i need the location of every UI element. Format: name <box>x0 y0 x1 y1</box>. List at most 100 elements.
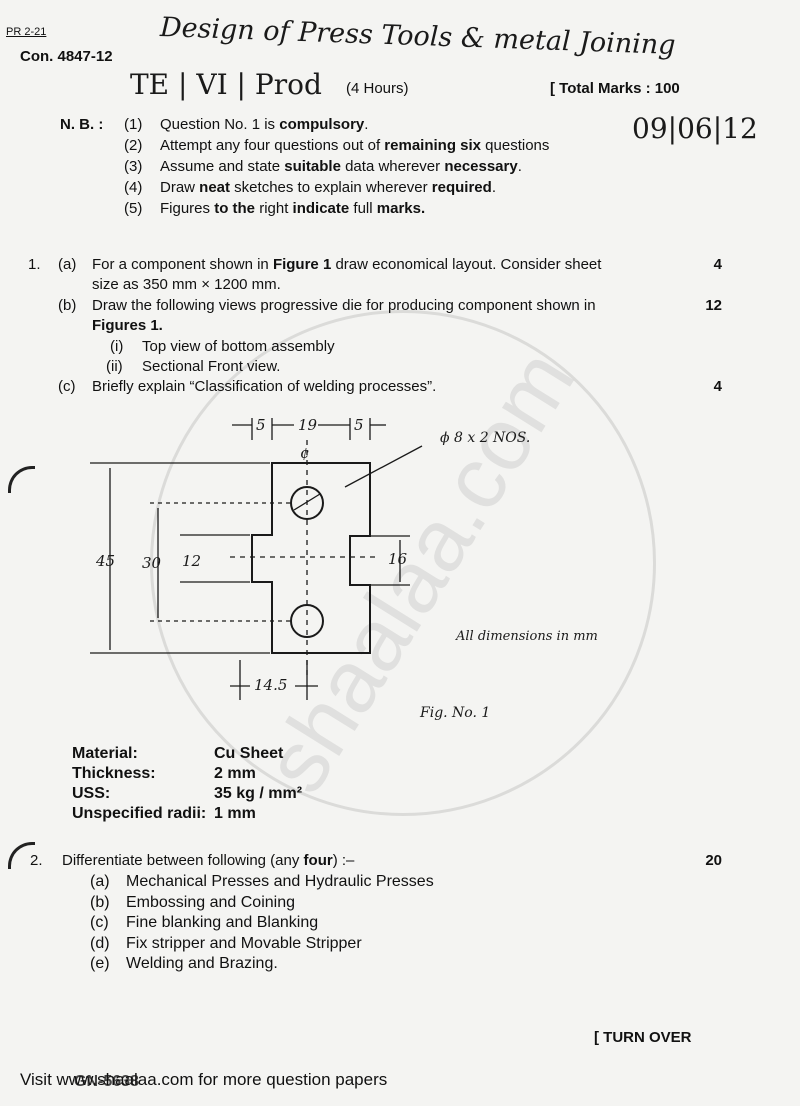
note-text-part: Draw <box>160 179 200 196</box>
material-label: Unspecified radii: <box>72 805 207 822</box>
note-text-part: Question No. 1 is <box>160 116 280 133</box>
q2-option-text: Embossing and Coining <box>126 893 295 911</box>
q2-option-label: (c) <box>90 914 109 931</box>
q1b-i-text: Top view of bottom assembly <box>142 338 335 355</box>
punch-mark-top <box>8 466 35 493</box>
dim-19: 19 <box>298 416 318 434</box>
q2-stem-text-1: Differentiate between following (any <box>62 852 304 869</box>
q2-marks: 20 <box>705 852 722 869</box>
notes-label: N. B. : <box>60 116 104 133</box>
q1b-line-2: Figures 1. <box>92 317 163 334</box>
q2-option-text: Fine blanking and Blanking <box>126 914 319 931</box>
handwritten-class: TE | VI | Prod <box>130 68 322 101</box>
note-text-part: Assume and state <box>160 158 285 175</box>
gn-code: GN-5638 <box>74 1073 139 1090</box>
note-text-part: remaining six <box>384 137 481 154</box>
q2-option-text: Mechanical Presses and Hydraulic Presses <box>126 873 434 890</box>
note-text: Attempt any four questions out of remain… <box>160 137 549 154</box>
q1b-ii-text: Sectional Front view. <box>142 358 281 375</box>
note-text: Figures to the right indicate full marks… <box>160 200 425 217</box>
paper-code: PR 2-21 <box>6 26 47 38</box>
note-text-part: to the <box>210 200 260 217</box>
total-marks: [ Total Marks : 100 <box>550 80 680 97</box>
q1a-figure-ref: Figure 1 <box>272 256 332 273</box>
q1a-line-1: For a component shown in Figure 1 draw e… <box>92 256 601 273</box>
duration: (4 Hours) <box>346 80 409 97</box>
note-number: (5) <box>124 200 143 217</box>
q1c-text: Briefly explain “Classification of weldi… <box>92 378 437 395</box>
material-label: Thickness: <box>72 765 156 782</box>
material-value: 35 kg / mm² <box>214 785 303 802</box>
q1c-label: (c) <box>58 378 76 395</box>
q1c-marks: 4 <box>713 378 722 395</box>
hole-top <box>290 486 324 520</box>
turn-over: [ TURN OVER <box>594 1029 692 1046</box>
note-text-part: compulsory <box>279 116 365 133</box>
note-text-part: full <box>353 200 373 217</box>
figure-1-drawing: 5 19 5 ¢ ϕ 8 x 2 NOS. 45 30 12 16 14.5 A… <box>90 416 598 721</box>
visit-link[interactable]: Visit www.shaalaa.com for more question … <box>20 1070 388 1089</box>
material-label: USS: <box>72 785 111 802</box>
q2-stem-bold: four <box>303 852 333 869</box>
note-text-part: sketches to explain wherever <box>230 179 432 196</box>
q2-option-label: (b) <box>90 893 110 911</box>
q1b-line-1: Draw the following views progressive die… <box>92 297 596 314</box>
note-number: (2) <box>124 137 143 154</box>
note-number: (3) <box>124 158 143 175</box>
q2-option-label: (d) <box>90 934 110 952</box>
material-value: 1 mm <box>214 805 256 822</box>
q1b-label: (b) <box>58 297 77 314</box>
note-number: (4) <box>124 179 143 196</box>
material-value: 2 mm <box>214 765 256 782</box>
note-text: Assume and state suitable data wherever … <box>160 158 522 175</box>
q2-option-label: (e) <box>90 955 110 972</box>
note-text-part: Figures <box>160 200 211 217</box>
center-mark: ¢ <box>300 444 310 462</box>
q2-option-text: Fix stripper and Movable Stripper <box>126 934 362 952</box>
q2-number: 2. <box>30 852 43 869</box>
dim-16: 16 <box>388 550 408 568</box>
dimension-note: All dimensions in mm <box>455 629 598 644</box>
note-text-part: suitable <box>284 158 341 175</box>
note-text-part: required <box>431 179 492 196</box>
component-outline <box>251 462 371 654</box>
q1-number: 1. <box>28 256 41 273</box>
q2-option-label: (a) <box>90 873 110 890</box>
note-text-part: . <box>364 116 369 133</box>
dim-12: 12 <box>182 552 201 570</box>
q2-stem-text-2: ) :– <box>332 852 355 869</box>
note-text-part: indicate <box>288 200 354 217</box>
note-text-part: . <box>517 158 522 175</box>
note-text-part: data wherever <box>340 158 445 175</box>
q1b-ii-label: (ii) <box>106 358 123 375</box>
note-text-part: marks. <box>372 200 426 217</box>
note-text-part: right <box>259 200 289 217</box>
watermark-seal <box>150 310 656 816</box>
handwritten-date: 09|06|12 <box>632 112 758 145</box>
punch-mark-bottom <box>8 842 35 869</box>
q1b-i-label: (i) <box>110 338 124 355</box>
dim-5-left: 5 <box>256 416 266 434</box>
note-text-part: Attempt any four questions out of <box>160 137 385 154</box>
note-text-part: . <box>491 179 496 196</box>
dim-14-5: 14.5 <box>254 676 287 694</box>
material-label: Material: <box>72 745 138 762</box>
q1a-text-1: For a component shown in <box>92 256 273 273</box>
note-text: Question No. 1 is compulsory. <box>160 116 368 133</box>
dim-5-right: 5 <box>354 416 364 434</box>
q1a-line-2: size as 350 mm × 1200 mm. <box>92 276 281 293</box>
q1a-label: (a) <box>58 256 77 273</box>
figure-caption: Fig. No. 1 <box>419 705 490 721</box>
material-value: Cu Sheet <box>214 745 284 762</box>
note-text: Draw neat sketches to explain wherever r… <box>160 179 496 196</box>
q1b-marks: 12 <box>705 297 722 314</box>
note-number: (1) <box>124 116 143 133</box>
q2-stem: Differentiate between following (any fou… <box>62 852 354 869</box>
con-number: Con. 4847-12 <box>20 48 113 65</box>
q2-option-text: Welding and Brazing. <box>126 955 278 972</box>
note-text-part: questions <box>481 137 550 154</box>
dim-45: 45 <box>95 552 115 570</box>
q1a-text-2: draw economical layout. Consider sheet <box>331 256 602 273</box>
note-text-part: necessary <box>444 158 518 175</box>
q1a-marks: 4 <box>713 256 722 273</box>
